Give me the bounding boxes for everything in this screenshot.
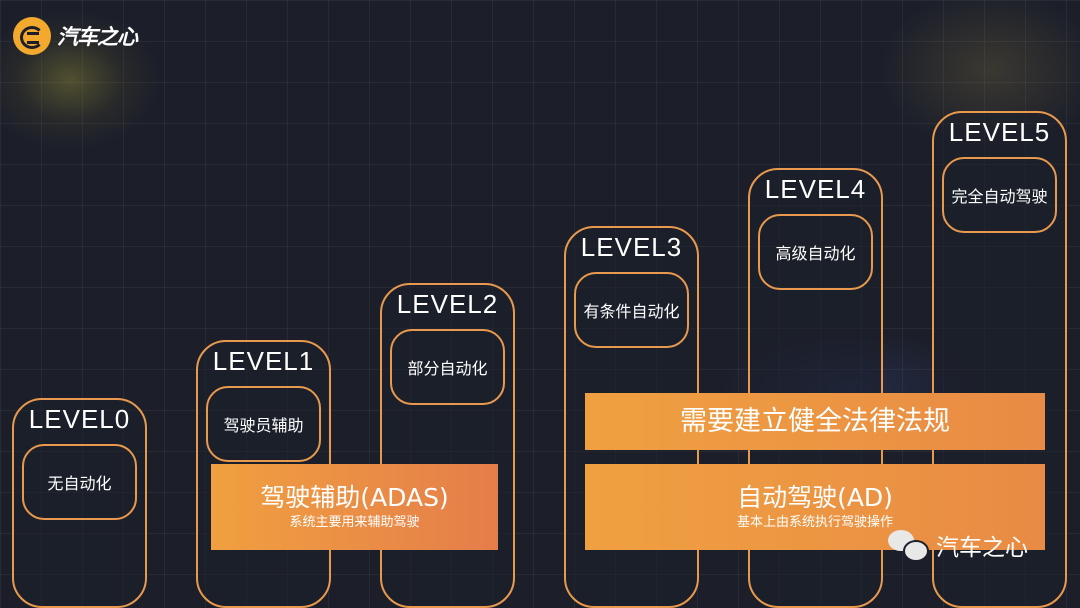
ad-banner: 自动驾驶(AD) 基本上由系统执行驾驶操作: [585, 464, 1045, 550]
level-4-label: LEVEL4: [764, 174, 867, 204]
level-2-desc: 部分自动化: [390, 329, 505, 405]
level-5-label: LEVEL5: [948, 117, 1051, 147]
adas-banner: 驾驶辅助(ADAS) 系统主要用来辅助驾驶: [211, 464, 498, 550]
level-2-label: LEVEL2: [396, 289, 499, 319]
level-0-label: LEVEL0: [28, 404, 131, 434]
level-4-desc: 高级自动化: [758, 214, 873, 290]
level-1-desc: 驾驶员辅助: [206, 386, 321, 462]
logo-icon: [13, 17, 51, 55]
level-3-label: LEVEL3: [580, 232, 683, 262]
level-0-column: LEVEL0 无自动化: [12, 398, 147, 608]
watermark: 汽车之心: [888, 528, 1028, 562]
law-banner-title: 需要建立健全法律法规: [680, 405, 950, 437]
ad-banner-title: 自动驾驶(AD): [737, 483, 893, 512]
brand-name: 汽车之心: [57, 25, 138, 49]
brand-logo: 汽车之心: [13, 17, 138, 55]
level-5-desc: 完全自动驾驶: [942, 157, 1057, 233]
level-0-desc: 无自动化: [22, 444, 137, 520]
law-banner: 需要建立健全法律法规: [585, 393, 1045, 450]
level-3-desc: 有条件自动化: [574, 272, 689, 348]
wechat-icon: [888, 528, 932, 562]
ad-banner-subtitle: 基本上由系统执行驾驶操作: [736, 515, 893, 530]
watermark-text: 汽车之心: [936, 535, 1028, 561]
level-1-label: LEVEL1: [212, 346, 315, 376]
level-2-column: LEVEL2 部分自动化: [380, 283, 515, 608]
adas-banner-title: 驾驶辅助(ADAS): [260, 483, 449, 512]
adas-banner-subtitle: 系统主要用来辅助驾驶: [289, 515, 420, 530]
